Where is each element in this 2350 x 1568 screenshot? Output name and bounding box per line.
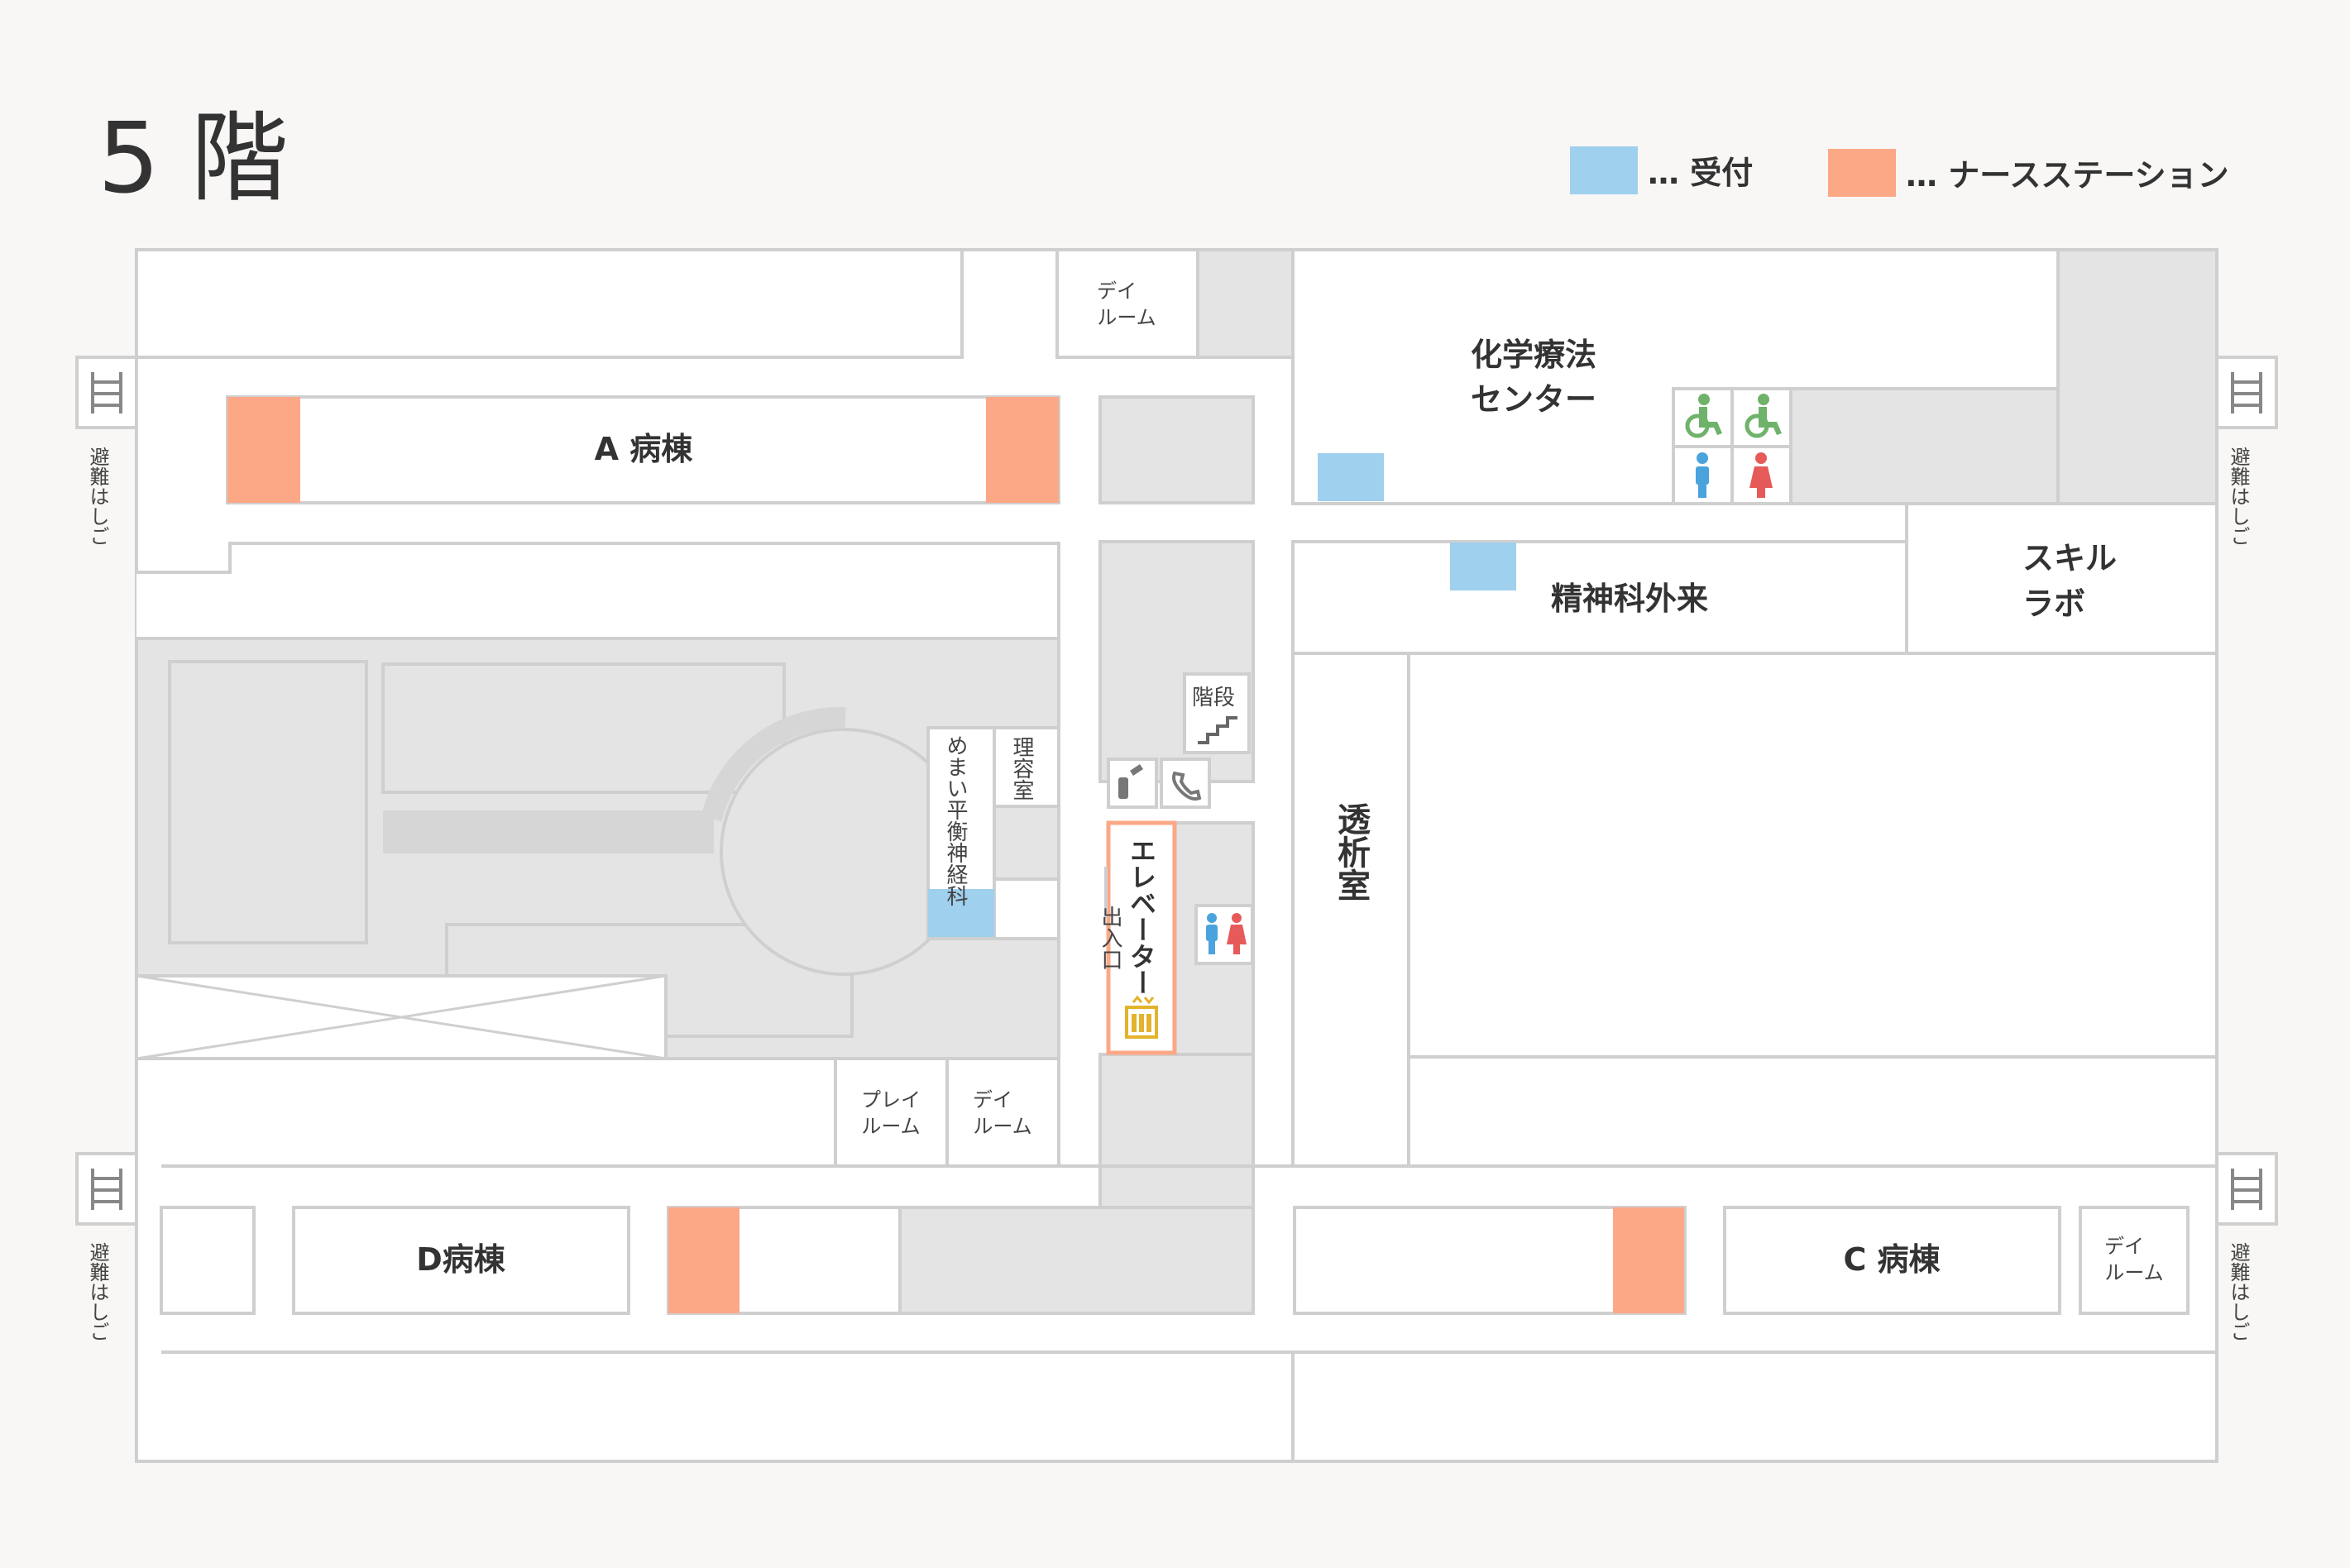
legend-reception-label: … 受付: [1648, 155, 1753, 191]
psychiatry-label: 精神科外来: [1551, 581, 1708, 617]
ward-a-label: A 病棟: [595, 431, 694, 467]
day-room-middle-label-1: デイ: [973, 1088, 1012, 1111]
ladder-icon: [2231, 1169, 2262, 1210]
legend-nurse-label: … ナースステーション: [1906, 157, 2229, 194]
escape-ladder-top-right: [2215, 356, 2278, 429]
elevator-icon: [1125, 995, 1158, 1039]
ladder-icon: [91, 1169, 122, 1210]
gray-top-right: [2056, 248, 2218, 505]
day-room-bottom-label-1: デイ: [2104, 1235, 2144, 1258]
fire-extinguisher-icon: [1118, 764, 1143, 799]
accessible-icon-2: [1745, 394, 1782, 438]
dialysis-room: [1291, 652, 1410, 1168]
escape-ladder-bottom-right: [2215, 1152, 2278, 1226]
dialysis-label: 透析室: [1332, 802, 1371, 901]
vertigo-reception: [928, 889, 994, 937]
ward-d-room: [292, 1206, 630, 1315]
courtyard-block-1: [168, 660, 368, 944]
escape-ladder-top-left: [75, 356, 138, 429]
stairs-box: [1183, 672, 1251, 754]
courtyard-bar: [383, 810, 714, 853]
escape-ladder-bottom-left: [75, 1152, 138, 1226]
skill-lab-room: [1905, 502, 2218, 655]
psychiatry-reception: [1450, 543, 1516, 590]
gray-top-center: [1196, 248, 1295, 359]
play-room: [834, 1057, 949, 1168]
atrium-arc: [701, 706, 846, 822]
psychiatry-room: [1291, 540, 1908, 655]
stairs-icon: [1198, 716, 1237, 744]
phone-icon: [1172, 771, 1202, 801]
ward-a-room: [226, 395, 1060, 504]
ward-d-label: D病棟: [416, 1241, 506, 1278]
escape-ladder-label-tr: 避難はしご: [2227, 447, 2250, 546]
vertigo-annex: [993, 877, 1060, 940]
gray-right-restroom-area: [1789, 387, 2060, 505]
entrance-label: 出入口: [1098, 906, 1122, 970]
floor-title: 5 階: [98, 101, 289, 215]
top-left-room: [135, 248, 964, 359]
day-room-bottom-label-2: ルーム: [2104, 1261, 2163, 1284]
legend: … 受付 … ナースステーション: [1570, 146, 2229, 197]
day-room-middle: [945, 1057, 1060, 1168]
ward-c-nurse: [1613, 1207, 1684, 1313]
gray-block-bottom-center: [898, 1206, 1255, 1315]
day-room-middle-label-2: ルーム: [973, 1115, 1031, 1138]
day-room-top-label-2: ルーム: [1097, 306, 1156, 329]
legend-nurse-swatch: [1828, 149, 1896, 197]
right-middle-room: [1407, 1055, 2218, 1168]
courtyard-block-2: [381, 662, 786, 794]
restroom-center-icon: [1206, 913, 1247, 954]
escape-ladder-label-bl: 避難はしご: [86, 1242, 109, 1341]
escape-ladder-label-tl: 避難はしご: [86, 447, 109, 546]
barber-label: 理容室: [1009, 736, 1034, 801]
chemo-label-1: 化学療法: [1471, 337, 1596, 373]
stairs-label: 階段: [1192, 686, 1235, 710]
vertigo-label: めまい平衡神経科: [943, 734, 968, 906]
skill-lab-label-1: スキル: [2022, 540, 2117, 576]
chemo-reception: [1318, 453, 1384, 501]
female-restroom-icon: [1749, 452, 1773, 498]
ladder-icon: [91, 372, 122, 414]
day-room-top: [1055, 248, 1199, 359]
escape-ladder-label-br: 避難はしご: [2227, 1242, 2250, 1341]
phone-box: [1160, 758, 1211, 809]
gray-block-center-1: [1098, 395, 1255, 504]
skill-lab-label-2: ラボ: [2022, 586, 2085, 622]
ward-a-nurse-left: [227, 397, 300, 503]
left-corridor-block: [135, 357, 1060, 640]
void-cross-2: [136, 974, 667, 1060]
barber-room: [993, 726, 1060, 808]
gray-block-center-4: [1098, 1053, 1255, 1209]
day-room-top-label-1: デイ: [1097, 280, 1137, 303]
ward-a-nurse-right: [986, 397, 1059, 503]
chemo-label-2: センター: [1471, 381, 1596, 418]
accessible-icon-1: [1685, 394, 1722, 438]
elevator-label: エレベーター: [1126, 837, 1157, 996]
extinguisher-box: [1107, 758, 1158, 809]
male-restroom-icon: [1696, 452, 1709, 498]
play-room-label-2: ルーム: [861, 1115, 920, 1138]
ward-d-nurse: [668, 1207, 739, 1313]
ward-c-room: [1723, 1206, 2061, 1315]
ladder-icon: [2231, 372, 2262, 414]
ward-c-label: C 病棟: [1843, 1241, 1941, 1278]
bottom-left-stub: [160, 1206, 256, 1315]
legend-reception-swatch: [1570, 146, 1638, 194]
play-room-label-1: プレイ: [861, 1088, 921, 1111]
day-room-bottom: [2079, 1206, 2190, 1315]
